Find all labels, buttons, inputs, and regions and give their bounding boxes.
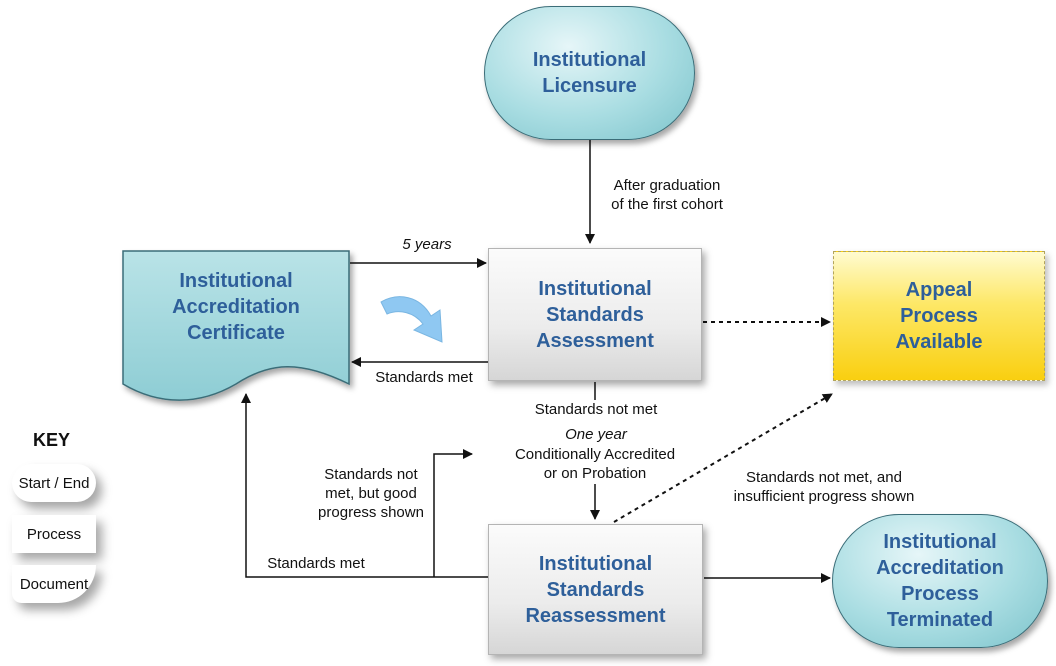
label-one-year: One year bbox=[565, 426, 627, 443]
arrow-reassessment-to-certificate bbox=[241, 393, 488, 578]
node-label: Institutional Accreditation Process Term… bbox=[876, 531, 1004, 631]
label-standards-met-bottom: Standards met bbox=[267, 555, 365, 572]
label-standards-not-met: Standards not met bbox=[534, 401, 658, 418]
node-standards-reassessment: Institutional Standards Reassessment bbox=[488, 524, 703, 655]
node-label: Institutional Standards Assessment bbox=[536, 277, 654, 352]
node-institutional-licensure: Institutional Licensure bbox=[484, 6, 695, 140]
node-appeal-process: Appeal Process Available bbox=[833, 251, 1045, 381]
node-label: Institutional Licensure bbox=[532, 49, 647, 97]
label-five-years: 5 years bbox=[402, 236, 452, 253]
label-good-progress: Standards not met, but good progress sho… bbox=[318, 466, 424, 521]
label-conditionally-accredited: Conditionally Accredited or on Probation bbox=[514, 446, 676, 482]
certificate-document-shape bbox=[122, 250, 350, 401]
curved-arrow-icon bbox=[380, 296, 443, 343]
node-standards-assessment: Institutional Standards Assessment bbox=[488, 248, 702, 381]
key-start-end: Start / End bbox=[12, 464, 96, 502]
key-process: Process bbox=[12, 515, 96, 553]
arrow-good-progress bbox=[433, 449, 473, 577]
node-label: Institutional Standards Reassessment bbox=[525, 552, 666, 627]
node-label: Appeal Process Available bbox=[895, 279, 983, 353]
label-standards-met-top: Standards met bbox=[375, 369, 473, 386]
node-accreditation-certificate: Institutional Accreditation Certificate bbox=[123, 262, 349, 352]
node-label: Institutional Accreditation Certificate bbox=[172, 270, 300, 344]
label-insufficient-progress: Standards not met, and insufficient prog… bbox=[733, 469, 915, 505]
arrow-reassessment-to-appeal bbox=[613, 393, 833, 523]
key-title: KEY bbox=[33, 430, 71, 450]
label-after-graduation: After graduation of the first cohort bbox=[611, 177, 723, 213]
node-process-terminated: Institutional Accreditation Process Term… bbox=[832, 514, 1048, 648]
